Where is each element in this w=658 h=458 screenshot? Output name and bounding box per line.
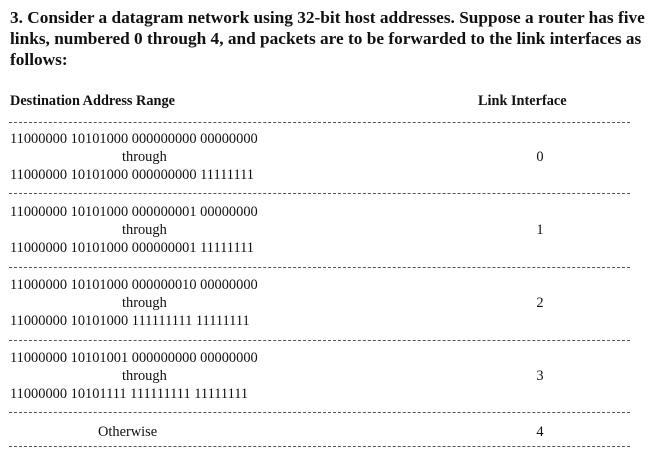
header-destination-address-range: Destination Address Range — [10, 93, 175, 109]
range-start: 11000000 10101000 000000001 00000000 — [10, 204, 258, 220]
link-interface-value: 2 — [536, 295, 544, 311]
divider — [9, 193, 630, 194]
table-row: 11000000 10101000 000000010 00000000 thr… — [0, 273, 658, 333]
range-end: 11000000 10101000 000000000 11111111 — [10, 167, 254, 183]
divider — [9, 446, 630, 447]
divider — [9, 267, 630, 268]
otherwise-label: Otherwise — [98, 424, 158, 440]
table-row: 11000000 10101000 000000001 00000000 thr… — [0, 200, 658, 260]
divider — [9, 122, 630, 123]
table-row: 11000000 10101001 000000000 00000000 thr… — [0, 346, 658, 406]
range-end: 11000000 10101000 111111111 11111111 — [10, 313, 250, 329]
link-interface-value: 4 — [536, 424, 544, 440]
range-start: 11000000 10101000 000000000 00000000 — [10, 131, 258, 147]
range-end: 11000000 10101000 000000001 11111111 — [10, 240, 254, 256]
range-end: 11000000 10101111 111111111 11111111 — [10, 386, 249, 402]
table-row: 11000000 10101000 000000000 00000000 thr… — [0, 127, 658, 187]
link-interface-value: 3 — [536, 368, 544, 384]
link-interface-value: 0 — [536, 149, 544, 165]
through-label: through — [122, 368, 167, 384]
header-link-interface: Link Interface — [478, 93, 567, 109]
through-label: through — [122, 149, 167, 165]
question-text: 3. Consider a datagram network using 32-… — [10, 8, 645, 69]
divider — [9, 412, 630, 413]
through-label: through — [122, 222, 167, 238]
range-start: 11000000 10101000 000000010 00000000 — [10, 277, 258, 293]
table-row-otherwise: Otherwise 4 — [0, 424, 658, 444]
link-interface-value: 1 — [536, 222, 544, 238]
range-start: 11000000 10101001 000000000 00000000 — [10, 350, 258, 366]
divider — [9, 340, 630, 341]
through-label: through — [122, 295, 167, 311]
